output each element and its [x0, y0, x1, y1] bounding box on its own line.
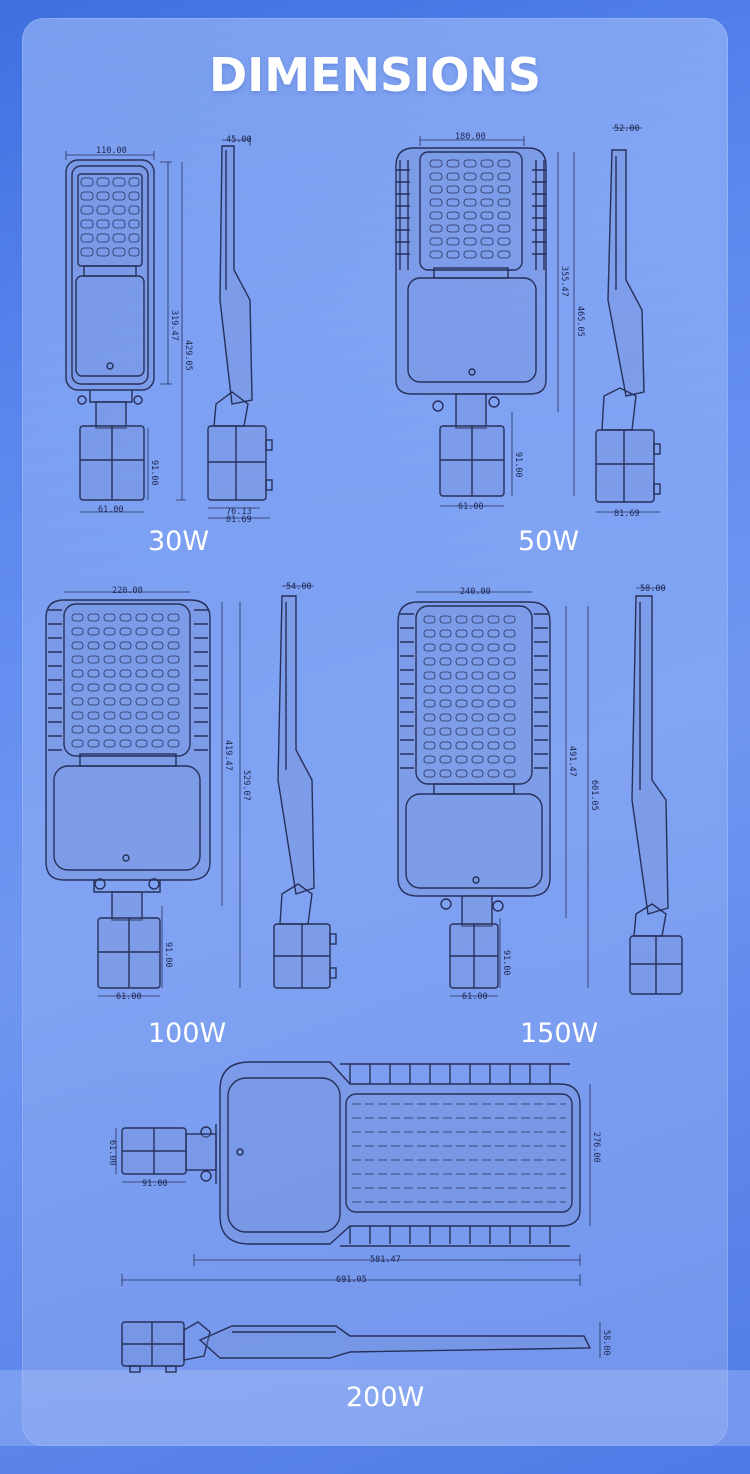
dim-50w-base2: 81.69 — [614, 509, 640, 519]
dim-50w-led-len: 355.47 — [559, 266, 569, 297]
dim-30w-base1: 76.13 — [226, 507, 252, 517]
dim-50w-side-depth: 52.00 — [614, 124, 640, 134]
page-title: DIMENSIONS — [209, 48, 541, 102]
dim-100w-side-depth: 54.00 — [286, 582, 312, 592]
dim-30w-bracket-len: 91.00 — [149, 460, 159, 486]
bottom-band — [0, 1370, 750, 1446]
dim-50w-bracket-len: 91.00 — [513, 452, 523, 478]
dim-30w-base2: 81.69 — [226, 515, 252, 525]
label-50w: 50W — [518, 526, 580, 557]
label-100w: 100W — [148, 1018, 227, 1049]
dim-30w-bracket-w: 61.00 — [98, 505, 124, 515]
dim-200w-side-depth: 58.00 — [601, 1330, 611, 1356]
dim-100w-bracket-len: 91.00 — [163, 942, 173, 968]
dim-50w-total-len: 465.05 — [575, 306, 585, 337]
dim-30w-led-len: 319.47 — [169, 310, 179, 341]
dim-200w-bracket-len: 91.00 — [142, 1179, 168, 1189]
dim-150w-bracket-w: 61.00 — [462, 992, 488, 1002]
drawing-50w-front: 180.00 355.47 465.05 91.00 61.00 — [395, 132, 585, 512]
dim-150w-total-len: 601.05 — [589, 780, 599, 811]
dim-200w-bracket-w: 61.00 — [107, 1140, 117, 1166]
content-panel — [22, 18, 728, 1446]
drawing-200w-top: 61.00 91.00 276.00 581.47 691.05 — [107, 1061, 601, 1286]
dim-30w-side-depth: 45.00 — [226, 135, 252, 145]
dim-150w-side-depth: 58.00 — [640, 584, 666, 594]
dim-150w-led-len: 491.47 — [567, 746, 577, 777]
drawing-30w-side: 45.00 76.13 81.69 — [207, 135, 273, 525]
dim-200w-width: 276.00 — [591, 1132, 601, 1163]
drawing-200w-side: 58.00 — [121, 1321, 611, 1373]
drawing-150w-front: 240.00 491.47 601.05 91.00 61.00 — [397, 587, 599, 1002]
dim-30w-total-len: 429.05 — [183, 340, 193, 371]
drawing-30w-front: 110.00 319.47 429.05 91.00 61.00 — [65, 146, 193, 515]
dim-100w-total-len: 529.07 — [241, 770, 251, 801]
dim-150w-bracket-len: 91.00 — [501, 950, 511, 976]
label-200w: 200W — [346, 1382, 425, 1413]
dim-50w-width: 180.00 — [455, 132, 486, 142]
drawing-100w-front: 220.00 419.47 529.07 91.00 61.00 — [45, 586, 251, 1002]
drawing-100w-side: 54.00 — [273, 582, 337, 989]
drawing-50w-side: 52.00 81.69 — [595, 124, 661, 519]
dim-50w-bracket-w: 61.00 — [458, 502, 484, 512]
dim-30w-width: 110.00 — [96, 146, 127, 156]
dim-150w-width: 240.00 — [460, 587, 491, 597]
dim-200w-total-len: 691.05 — [336, 1275, 367, 1285]
dim-100w-led-len: 419.47 — [223, 740, 233, 771]
dim-200w-led-len: 581.47 — [370, 1255, 401, 1265]
drawing-150w-side: 58.00 — [629, 584, 683, 995]
label-30w: 30W — [148, 526, 210, 557]
label-150w: 150W — [520, 1018, 599, 1049]
dim-100w-width: 220.00 — [112, 586, 143, 596]
dim-100w-bracket-w: 61.00 — [116, 992, 142, 1002]
